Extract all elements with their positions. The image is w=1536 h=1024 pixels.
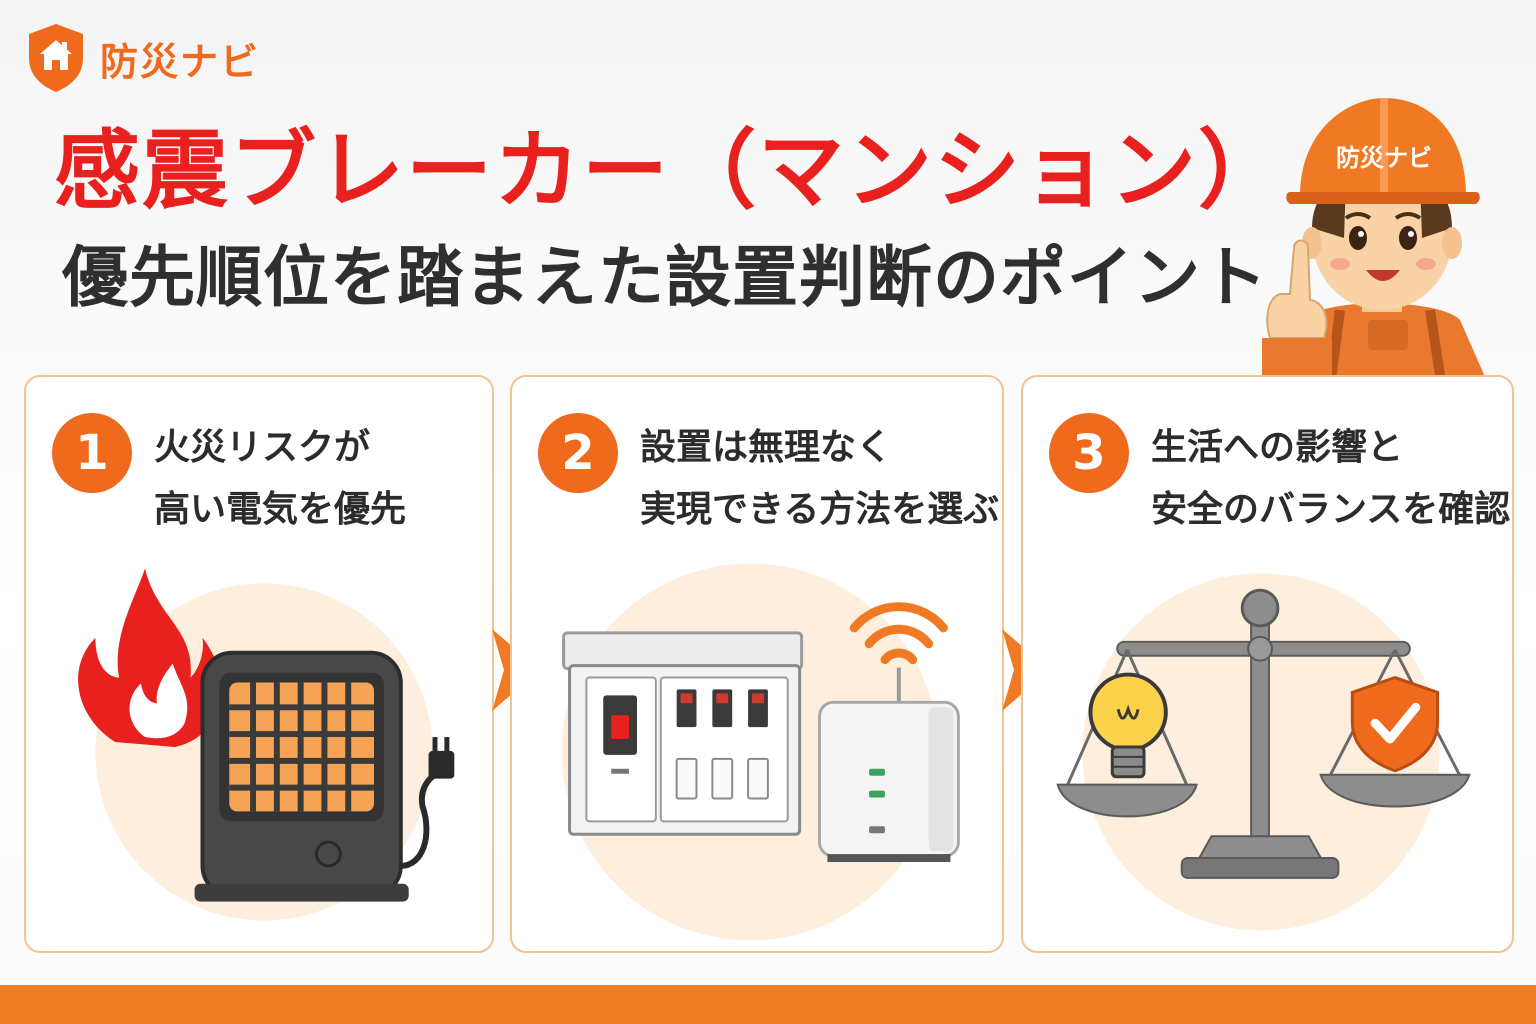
step-number-badge: 2 bbox=[538, 413, 618, 493]
card-text-line: 生活への影響と bbox=[1151, 427, 1404, 468]
card-text-line: 火災リスクが bbox=[154, 427, 371, 468]
card-text-line: 安全のバランスを確認 bbox=[1151, 489, 1511, 530]
page-title: 感震ブレーカー（マンション） bbox=[54, 121, 1286, 221]
balance-scale-icon bbox=[1056, 573, 1471, 931]
card-text-line: 高い電気を優先 bbox=[154, 489, 407, 530]
shield-house-icon bbox=[29, 24, 83, 92]
page-subtitle: 優先順位を踏まえた設置判断のポイント bbox=[62, 239, 1268, 316]
step-number-badge: 1 bbox=[52, 413, 132, 493]
brand-name: 防災ナビ bbox=[100, 39, 261, 84]
point-card-2: 2 設置は無理なく 実現できる方法を選ぶ bbox=[510, 375, 1004, 953]
step-number-badge: 3 bbox=[1049, 413, 1129, 493]
card-description: 設置は無理なく 実現できる方法を選ぶ bbox=[640, 417, 999, 541]
card-description: 生活への影響と 安全のバランスを確認 bbox=[1151, 417, 1510, 541]
mascot-worker-pointing-icon: 防災ナビ bbox=[1262, 98, 1490, 388]
point-card-3: 3 生活への影響と 安全のバランスを確認 bbox=[1021, 375, 1514, 953]
breaker-panel-wifi-icon bbox=[561, 563, 960, 941]
brand-logo: 防災ナビ bbox=[26, 22, 260, 94]
mascot-helmet-text: 防災ナビ bbox=[1336, 144, 1432, 172]
bottom-bar bbox=[0, 985, 1536, 1024]
card-text-line: 実現できる方法を選ぶ bbox=[640, 489, 1000, 530]
card-description: 火災リスクが 高い電気を優先 bbox=[154, 417, 406, 541]
card-text-line: 設置は無理なく bbox=[640, 427, 893, 468]
point-card-1: 1 火災リスクが 高い電気を優先 bbox=[24, 375, 494, 953]
fire-heater-icon bbox=[78, 568, 455, 921]
